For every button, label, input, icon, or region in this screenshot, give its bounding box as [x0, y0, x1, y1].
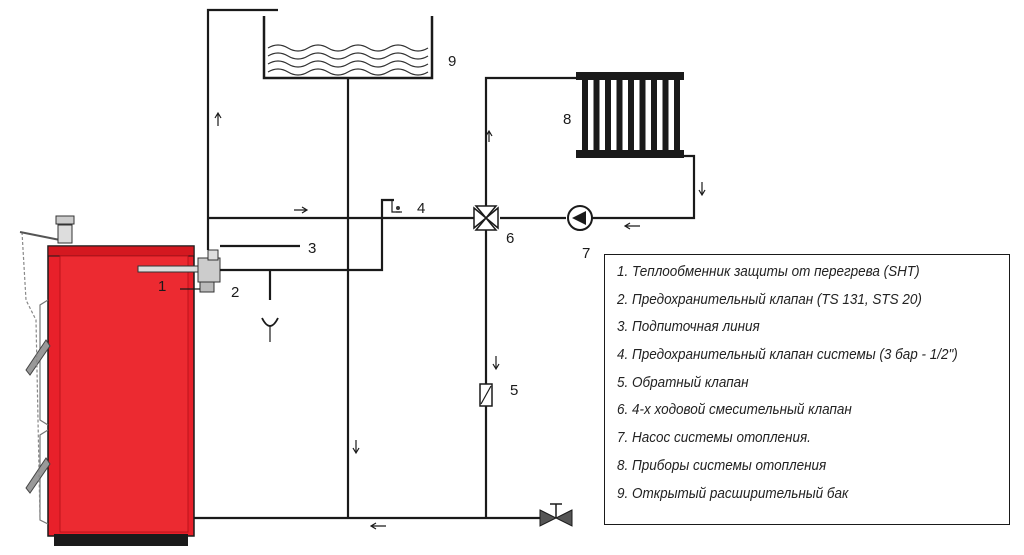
- radiator-fin: [593, 80, 600, 150]
- pump: [567, 205, 593, 231]
- radiator-fin: [605, 80, 611, 150]
- radiator: [576, 72, 684, 158]
- arrow-down-icon: [492, 356, 500, 371]
- radiator-fin: [674, 80, 680, 150]
- legend-item-3: 3. Подпиточная линия: [617, 319, 760, 336]
- legend-item-6: 6. 4-х ходовой смесительный клапан: [617, 402, 852, 419]
- drain-funnel: [261, 317, 279, 342]
- label-4: 4: [417, 200, 425, 217]
- arrow-down-icon: [352, 440, 360, 455]
- label-8: 8: [563, 111, 571, 128]
- legend-item-9: 9. Открытый расширительный бак: [617, 485, 849, 502]
- arrow-left-icon: [369, 522, 386, 530]
- flow-arrows: [214, 111, 706, 530]
- label-5: 5: [510, 382, 518, 399]
- radiator-fin: [628, 80, 634, 150]
- radiator-fin: [616, 80, 623, 150]
- legend-item-7: 7. Насос системы отопления.: [617, 430, 811, 447]
- arrow-right-icon: [294, 206, 309, 214]
- arrow-up-icon: [214, 111, 222, 126]
- system-safety-valve: [391, 200, 402, 213]
- legend-item-2: 2. Предохранительный клапан (TS 131, STS…: [617, 291, 922, 308]
- label-2: 2: [231, 284, 239, 301]
- arrow-down-icon: [698, 182, 706, 197]
- safety-valve-sht: [180, 249, 221, 293]
- legend-item-1: 1. Теплообменник защиты от перегрева (SH…: [617, 264, 920, 280]
- radiator-fin: [639, 80, 646, 150]
- label-1: 1: [158, 278, 166, 295]
- legend-box: 1. Теплообменник защиты от перегрева (SH…: [604, 254, 1010, 525]
- legend-item-4: 4. Предохранительный клапан системы (3 б…: [617, 347, 958, 364]
- label-7: 7: [582, 245, 590, 262]
- arrow-left-icon: [623, 222, 640, 230]
- pipes: [194, 8, 696, 520]
- boiler: [19, 215, 209, 546]
- mixing-valve: [473, 205, 499, 231]
- radiator-fin: [582, 80, 588, 150]
- drain-valve: [539, 503, 573, 527]
- legend-item-8: 8. Приборы системы отопления: [617, 457, 827, 474]
- radiator-fin: [651, 80, 657, 150]
- legend-item-5: 5. Обратный клапан: [617, 374, 749, 391]
- check-valve: [479, 383, 493, 407]
- label-3: 3: [308, 240, 316, 257]
- radiator-fin: [662, 80, 669, 150]
- arrow-up-icon: [485, 129, 493, 142]
- expansion-tank: [262, 16, 434, 80]
- label-9: 9: [448, 53, 456, 70]
- label-6: 6: [506, 230, 514, 247]
